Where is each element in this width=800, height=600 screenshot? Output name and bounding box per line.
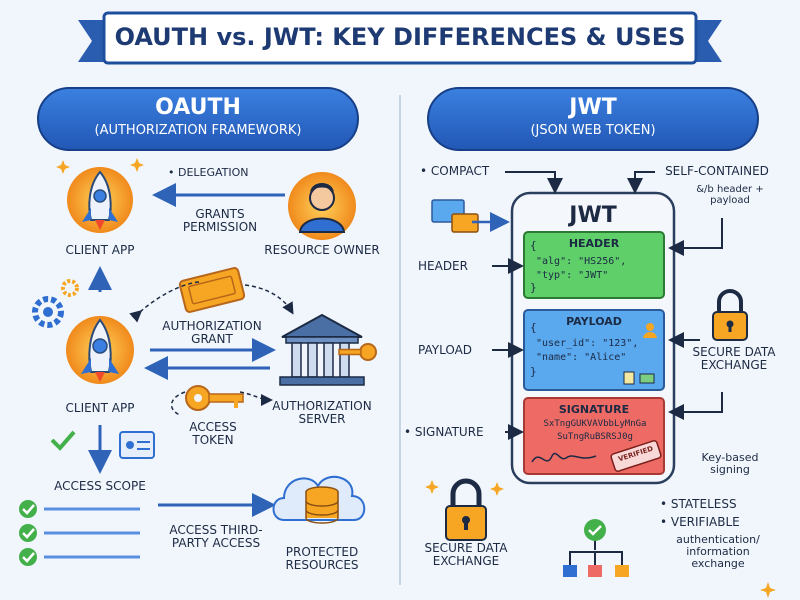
verified-stamp bbox=[610, 440, 662, 472]
payload-card-line1: "user_id": "123", bbox=[536, 338, 639, 349]
stateless-label: • STATELESS bbox=[660, 497, 737, 511]
bank-icon bbox=[279, 313, 365, 386]
header-card-title: HEADER bbox=[568, 237, 620, 250]
rocket-icon bbox=[67, 167, 133, 233]
delegation-label: • DELEGATION bbox=[168, 166, 249, 179]
signature-card-title: SIGNATURE bbox=[558, 403, 630, 416]
access-third-party-label: ACCESS THIRD-PARTY ACCESS bbox=[169, 523, 263, 551]
header-label: HEADER bbox=[418, 259, 468, 273]
secure-data-exchange-right-label: SECURE DATA EXCHANGE bbox=[692, 345, 776, 373]
person-icon bbox=[288, 172, 356, 240]
key-based-signing-label: Key-based signing bbox=[701, 451, 759, 477]
sparkle-icon bbox=[56, 158, 144, 174]
cloud-database-icon bbox=[272, 476, 366, 524]
signature-label: • SIGNATURE bbox=[404, 425, 484, 439]
oauth-heading-pill bbox=[37, 87, 359, 151]
payload-card-open: { bbox=[530, 321, 537, 334]
header-card-bg bbox=[523, 231, 665, 299]
protected-resources-label: PROTECTED RESOURCES bbox=[285, 545, 359, 573]
network-icon bbox=[563, 535, 629, 577]
payload-label: PAYLOAD bbox=[418, 343, 473, 357]
client-app-mid-label: CLIENT APP bbox=[65, 401, 135, 415]
client-app-top-label: CLIENT APP bbox=[65, 243, 135, 257]
verifiable-label: • VERIFIABLE bbox=[660, 515, 740, 529]
signature-scribble bbox=[531, 452, 597, 463]
header-card-open: { bbox=[530, 239, 537, 252]
payload-card-title: PAYLOAD bbox=[566, 315, 622, 328]
grants-permission-label: GRANTS PERMISSION bbox=[182, 207, 258, 235]
header-card-line1: "alg": "HS256", bbox=[536, 256, 627, 267]
jwt-heading-pill bbox=[427, 87, 759, 151]
header-card-line2: "typ": "JWT" bbox=[536, 270, 609, 281]
rocket-icon bbox=[66, 316, 134, 384]
authorization-grant-label: AUTHORIZATION GRANT bbox=[162, 319, 262, 347]
resource-owner-label: RESOURCE OWNER bbox=[264, 243, 380, 257]
key-icon bbox=[338, 343, 377, 361]
signature-card-line2: SuTngRuBSRSJ0g bbox=[557, 432, 633, 442]
documents-icon bbox=[431, 199, 479, 233]
document-icon bbox=[623, 371, 655, 385]
access-scope-label: ACCESS SCOPE bbox=[54, 479, 146, 493]
authorization-server-label: AUTHORIZATION SERVER bbox=[272, 399, 372, 427]
padlock-icon bbox=[445, 478, 487, 541]
checkmark-icon bbox=[50, 430, 76, 451]
self-contained-label: SELF-CONTAINED bbox=[665, 164, 769, 178]
jwt-subheading: (JSON WEB TOKEN) bbox=[530, 123, 656, 138]
padlock-icon bbox=[712, 289, 748, 341]
checkmark-icon bbox=[584, 519, 606, 541]
payload-card-close: } bbox=[530, 365, 537, 378]
payload-card-line2: "name": "Alice" bbox=[536, 352, 627, 363]
access-scope-checklist bbox=[19, 500, 140, 566]
self-contained-note: &/b header + payload bbox=[696, 184, 764, 206]
key-icon bbox=[185, 385, 244, 411]
signature-card-line1: SxTngGUKVAVbbLyMnGa bbox=[543, 419, 647, 429]
compact-label: • COMPACT bbox=[420, 164, 490, 178]
jwt-token-title: JWT bbox=[569, 203, 617, 228]
header-card-close: } bbox=[530, 281, 537, 294]
oauth-subheading: (AUTHORIZATION FRAMEWORK) bbox=[94, 123, 302, 138]
id-card-icon bbox=[119, 431, 155, 459]
payload-card-bg bbox=[523, 309, 665, 391]
user-icon bbox=[643, 323, 657, 338]
page-title: OAUTH vs. JWT: KEY DIFFERENCES & USES bbox=[114, 23, 686, 51]
auth-info-exchange-label: authentication/ information exchange bbox=[676, 533, 760, 571]
oauth-heading: OAUTH bbox=[155, 95, 241, 120]
title-banner bbox=[78, 11, 722, 65]
secure-data-exchange-left-label: SECURE DATA EXCHANGE bbox=[424, 541, 508, 569]
jwt-heading: JWT bbox=[569, 95, 617, 120]
ticket-icon bbox=[178, 267, 246, 313]
sparkle-icon bbox=[425, 480, 776, 598]
access-token-label: ACCESS TOKEN bbox=[189, 420, 237, 448]
gear-icon bbox=[32, 279, 79, 328]
